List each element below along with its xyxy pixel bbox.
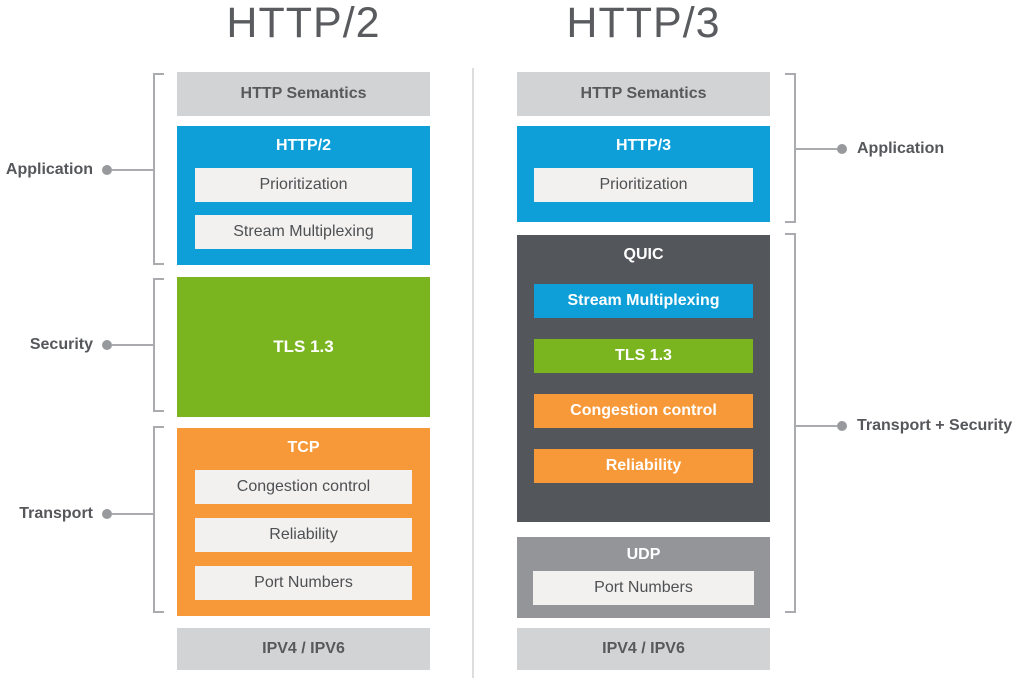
label-transport-left: Transport	[0, 503, 153, 525]
http2-prioritization-chip: Prioritization	[195, 168, 412, 202]
quic-box-title: QUIC	[623, 246, 664, 263]
connector-dot	[837, 421, 847, 431]
http3-box: HTTP/3 Prioritization	[517, 126, 770, 222]
connector-line	[112, 169, 153, 171]
udp-box: UDP Port Numbers	[517, 537, 770, 618]
title-http3: HTTP/3	[566, 0, 721, 47]
bracket-transport-security-right	[785, 233, 796, 613]
center-divider	[472, 68, 474, 678]
tcp-box: TCP Congestion control Reliability Port …	[177, 428, 430, 616]
connector-line	[112, 344, 153, 346]
bracket-application-left	[153, 73, 164, 265]
http2-box: HTTP/2 Prioritization Stream Multiplexin…	[177, 126, 430, 265]
application-left-text: Application	[5, 161, 93, 178]
http2-box-title: HTTP/2	[275, 137, 332, 154]
http3-box-title: HTTP/3	[615, 137, 672, 154]
connector-dot	[837, 144, 847, 154]
bracket-transport-left	[153, 426, 164, 613]
security-left-text: Security	[29, 336, 93, 353]
connector-dot	[102, 509, 112, 519]
quic-stream-multiplexing-chip: Stream Multiplexing	[534, 284, 753, 318]
label-application-right: Application	[796, 138, 944, 160]
label-security-left: Security	[0, 334, 153, 356]
bracket-security-left	[153, 278, 164, 412]
udp-port-numbers-chip: Port Numbers	[533, 571, 754, 605]
transport-security-right-text: Transport + Security	[857, 417, 1013, 434]
tcp-congestion-control-chip: Congestion control	[195, 470, 412, 504]
http3-ip-box: IPV4 / IPV6	[517, 628, 770, 670]
label-transport-security-right: Transport + Security	[796, 415, 1012, 437]
title-http2: HTTP/2	[226, 0, 381, 47]
connector-line	[796, 148, 837, 150]
connector-dot	[102, 165, 112, 175]
http2-ip-box: IPV4 / IPV6	[177, 628, 430, 670]
tcp-port-numbers-chip: Port Numbers	[195, 566, 412, 600]
tcp-box-title: TCP	[287, 439, 320, 456]
quic-congestion-control-chip: Congestion control	[534, 394, 753, 428]
connector-line	[796, 425, 837, 427]
connector-dot	[102, 340, 112, 350]
bracket-application-right	[785, 73, 796, 223]
application-right-text: Application	[857, 140, 945, 157]
http3-semantics-box: HTTP Semantics	[517, 72, 770, 116]
http3-prioritization-chip: Prioritization	[534, 168, 753, 202]
tls13-box: TLS 1.3	[177, 277, 430, 417]
connector-line	[112, 513, 153, 515]
udp-box-title: UDP	[626, 546, 661, 563]
transport-left-text: Transport	[19, 505, 93, 522]
http2-stream-multiplexing-chip: Stream Multiplexing	[195, 215, 412, 249]
quic-box: QUIC Stream Multiplexing TLS 1.3 Congest…	[517, 235, 770, 522]
quic-reliability-chip: Reliability	[534, 449, 753, 483]
quic-tls13-chip: TLS 1.3	[534, 339, 753, 373]
http2-semantics-box: HTTP Semantics	[177, 72, 430, 116]
tcp-reliability-chip: Reliability	[195, 518, 412, 552]
label-application-left: Application	[0, 159, 153, 181]
